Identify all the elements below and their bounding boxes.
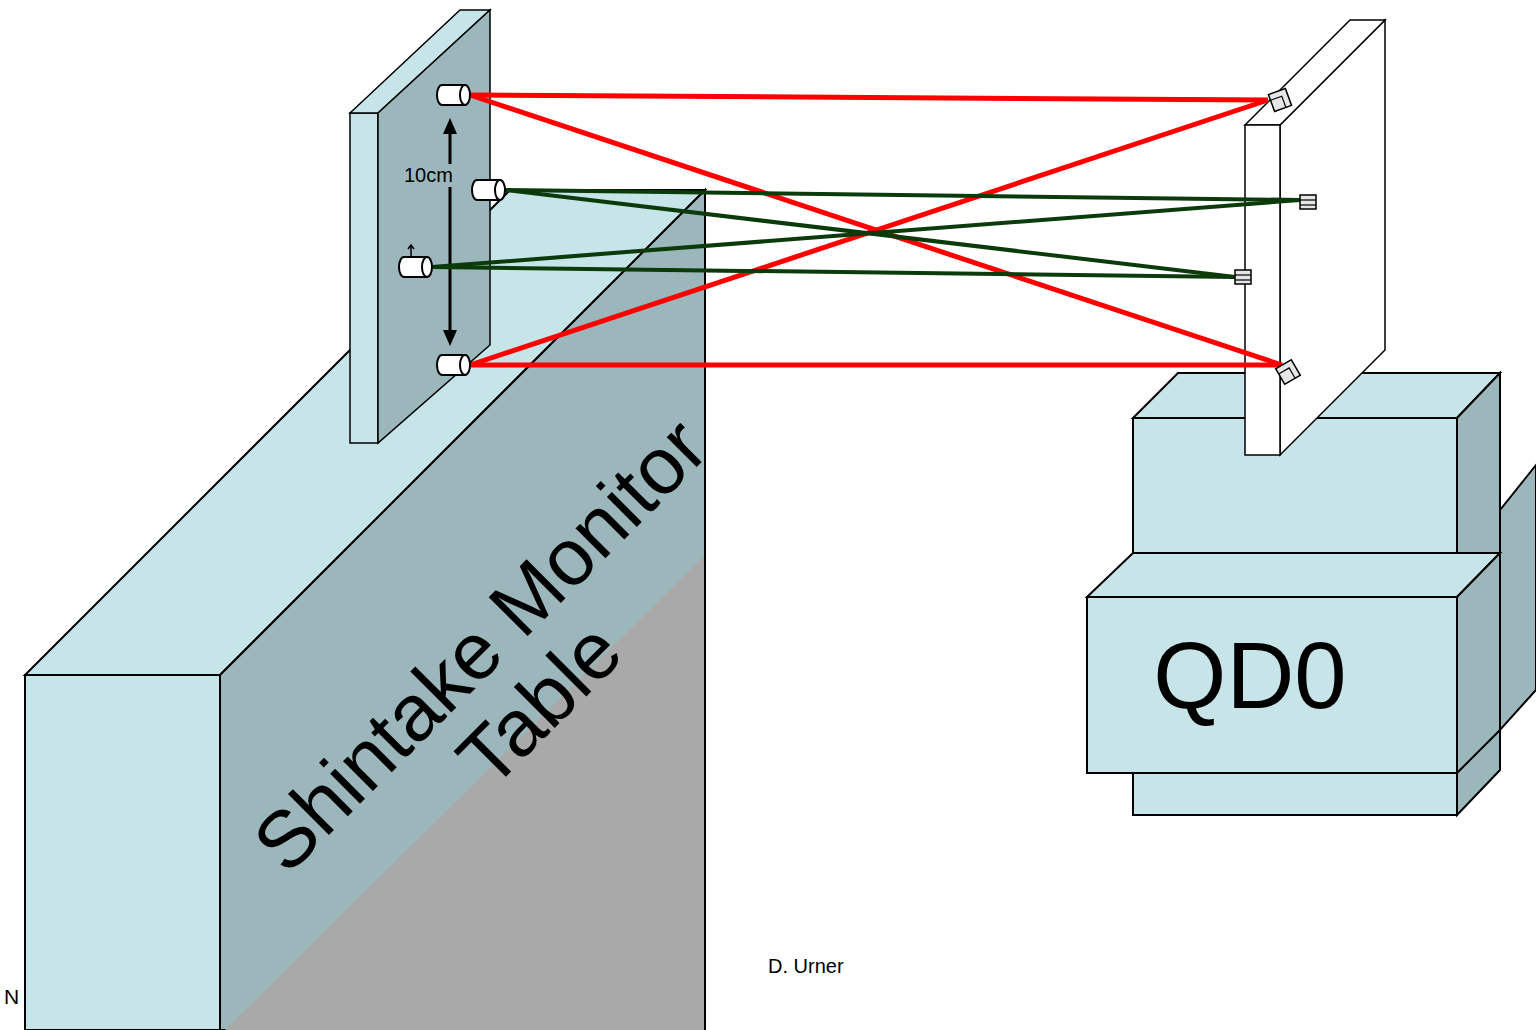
qd0-magnet: QD0 [1087,373,1536,815]
magnet-body-front [1087,597,1457,773]
launcher-cylinder [399,257,432,277]
cylinder-face [460,355,470,375]
magnet-wing-side [1500,465,1536,730]
dimension-label: 10cm [404,164,453,187]
retroreflector [1300,195,1316,209]
magnet-label: QD0 [1153,624,1346,728]
retroreflector [1276,360,1301,385]
retroreflector [1235,270,1251,284]
cylinder-face [422,257,432,277]
red-beam [470,363,1282,368]
launcher-cylinder [437,355,470,375]
mirror-plate-top [1245,20,1385,125]
magnet-body-top [1087,553,1500,597]
table-edge [219,675,221,1030]
plate-side [350,113,378,443]
green-beam [432,200,1300,267]
table-edge [704,190,706,1030]
label-anchor: 10cm [404,164,453,187]
magnet-body-side [1457,553,1500,773]
launcher-cylinder [437,85,470,105]
reflector-edge [1279,368,1295,384]
dimension-line [449,128,452,336]
author-name: D. Urner [768,955,844,978]
green-beam [505,190,1300,200]
mirror-plate-front [1245,125,1280,455]
reflector-body [1235,270,1251,284]
plate-face [378,10,490,443]
red-beam [470,95,1282,365]
qd0-magnet-outline [1087,373,1536,815]
reflector-body [1268,88,1291,111]
reflector-body [1276,360,1301,385]
table-front [25,675,220,1030]
magnet-rear-side [1457,373,1500,815]
reflector-edge [1271,96,1286,111]
launcher-cylinder [472,180,505,200]
dimension-arrowhead [443,330,457,346]
reflector-edge [1235,274,1251,275]
reflector-edge [1300,199,1316,200]
footer-text: N [4,985,19,1009]
label-anchor: D. Urner [768,955,844,978]
cylinder-face [495,180,505,200]
green-beam [432,267,1235,277]
tilt-arrow [410,246,412,256]
dimension-arrowhead [443,118,457,134]
reflector-edge [1300,204,1316,205]
red-beam [470,95,1268,100]
retroreflector [1268,88,1291,111]
reflector-edge [1235,279,1251,280]
tilt-arrowhead [408,245,414,249]
cylinder-face [460,85,470,105]
reflector-body [1300,195,1316,209]
qd0-magnet-faces [1087,373,1536,815]
label-anchor: N [4,985,19,1009]
